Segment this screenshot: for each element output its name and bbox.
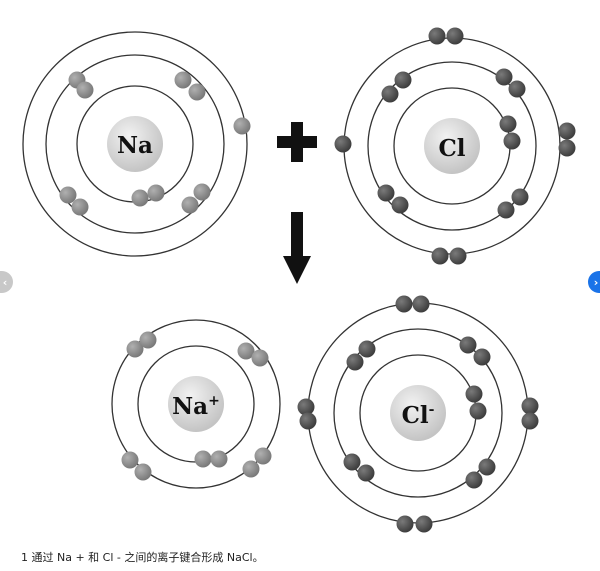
electron: [499, 115, 517, 133]
plus-icon: [277, 122, 317, 162]
electron: [251, 349, 269, 367]
atom-symbol: Cl: [438, 135, 465, 162]
electron: [415, 515, 433, 533]
electron: [121, 451, 139, 469]
electron: [396, 515, 414, 533]
electron: [394, 71, 412, 89]
chevron-right-icon: ›: [593, 275, 599, 289]
previous-arrow-button[interactable]: ‹: [0, 271, 13, 293]
nucleus: [107, 116, 163, 172]
ion-sodium: Na+: [111, 319, 281, 489]
atom-symbol: Na: [117, 132, 153, 159]
electron: [76, 81, 94, 99]
ion-charge: -: [429, 402, 435, 418]
ion-charge: +: [208, 393, 220, 409]
atom-chlorine: Cl: [334, 27, 576, 265]
ionic-bond-diagram: Na Cl: [22, 27, 576, 533]
electron: [174, 71, 192, 89]
electron: [391, 196, 409, 214]
electron: [521, 412, 539, 430]
orbit-2: [333, 328, 503, 498]
electron: [503, 132, 521, 150]
electron: [449, 247, 467, 265]
electron: [558, 122, 576, 140]
electron: [469, 402, 487, 420]
electron: [465, 471, 483, 489]
electron: [412, 295, 430, 313]
electron: [558, 139, 576, 157]
orbit-2: [367, 61, 537, 231]
ion-symbol-text: Cl: [402, 402, 429, 429]
electron: [521, 397, 539, 415]
electron: [59, 186, 77, 204]
electron: [343, 453, 361, 471]
electron: [242, 460, 260, 478]
electron: [194, 450, 212, 468]
electron: [181, 196, 199, 214]
electron: [428, 27, 446, 45]
electron: [233, 117, 251, 135]
nucleus: [390, 385, 446, 441]
electron: [446, 27, 464, 45]
electron-group: [121, 331, 272, 481]
electron: [134, 463, 152, 481]
electron: [346, 353, 364, 371]
electron: [126, 340, 144, 358]
electron: [395, 295, 413, 313]
nucleus: [168, 376, 224, 432]
nucleus: [424, 118, 480, 174]
electron: [139, 331, 157, 349]
electron: [147, 184, 165, 202]
electron: [431, 247, 449, 265]
electron: [299, 412, 317, 430]
electron: [497, 201, 515, 219]
electron-group: [334, 27, 576, 265]
electron: [237, 342, 255, 360]
electron: [459, 336, 477, 354]
electron: [381, 85, 399, 103]
orbit-3: [22, 31, 248, 257]
electron: [495, 68, 513, 86]
electron: [210, 450, 228, 468]
figure-caption: 1 通过 Na + 和 Cl - 之间的离子键合形成 NaCl。: [21, 551, 264, 564]
electron-group: [297, 295, 539, 533]
ion-symbol-text: Na: [172, 393, 208, 420]
electron: [297, 398, 315, 416]
arrow-down-icon: [283, 212, 311, 284]
electron: [71, 198, 89, 216]
electron: [511, 188, 529, 206]
orbit-2: [111, 319, 281, 489]
electron: [334, 135, 352, 153]
electron: [358, 340, 376, 358]
electron: [465, 385, 483, 403]
next-arrow-button[interactable]: ›: [588, 271, 600, 293]
electron: [357, 464, 375, 482]
electron: [478, 458, 496, 476]
electron: [193, 183, 211, 201]
electron: [473, 348, 491, 366]
electron: [508, 80, 526, 98]
orbit-2: [45, 54, 225, 234]
electron: [254, 447, 272, 465]
electron: [188, 83, 206, 101]
ion-symbol: Na+: [172, 393, 220, 420]
electron-group: [59, 71, 251, 216]
electron: [131, 189, 149, 207]
electron: [377, 184, 395, 202]
chevron-left-icon: ‹: [2, 275, 8, 289]
ion-symbol: Cl-: [402, 402, 435, 429]
ion-chloride: Cl-: [297, 295, 539, 533]
atom-sodium: Na: [22, 31, 251, 257]
